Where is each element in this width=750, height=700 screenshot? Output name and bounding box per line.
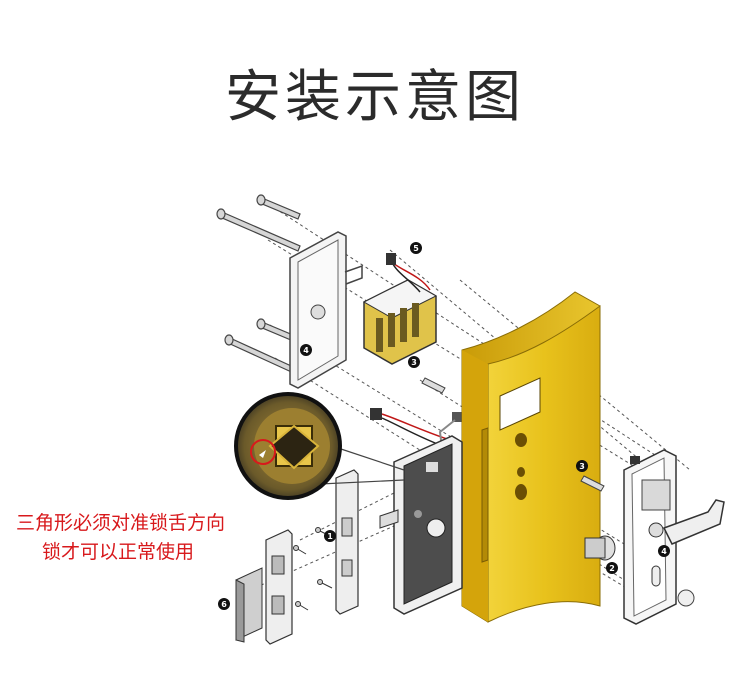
face-plate <box>335 469 359 615</box>
long-screws <box>216 194 301 376</box>
front-handle-plate <box>623 449 725 625</box>
callout-5: 5 <box>410 242 422 254</box>
svg-text:1: 1 <box>327 532 333 541</box>
small-screws <box>293 527 333 611</box>
battery-pack <box>362 253 438 365</box>
svg-text:2: 2 <box>609 564 615 573</box>
callout-3a: 3 <box>408 356 420 368</box>
svg-text:3: 3 <box>411 358 417 367</box>
strike-plate <box>265 529 293 645</box>
key-cylinder <box>584 535 616 561</box>
callout-4a: 4 <box>300 344 312 356</box>
diagram-title: 安装示意图 <box>225 65 525 130</box>
spindle-pin <box>421 377 446 394</box>
callout-6: 6 <box>218 598 230 610</box>
svg-text:4: 4 <box>303 346 309 355</box>
callout-2: 2 <box>606 562 618 574</box>
svg-text:5: 5 <box>413 244 419 253</box>
svg-text:3: 3 <box>579 462 585 471</box>
card-button <box>677 589 695 607</box>
door-panel <box>461 291 601 623</box>
svg-text:6: 6 <box>221 600 227 609</box>
callout-1: 1 <box>324 530 336 542</box>
warning-note-line1: 三角形必须对准锁舌方向 <box>16 512 226 534</box>
callouts: 1 2 3 3 4 4 5 6 <box>218 242 670 610</box>
zoom-detail <box>234 392 405 500</box>
callout-4b: 4 <box>658 545 670 557</box>
svg-text:4: 4 <box>661 547 667 556</box>
callout-3b: 3 <box>576 460 588 472</box>
mortise-lock-body <box>379 435 463 615</box>
back-plate <box>289 231 363 389</box>
warning-note-line2: 锁才可以正常使用 <box>42 541 195 563</box>
strike-box <box>235 567 263 643</box>
